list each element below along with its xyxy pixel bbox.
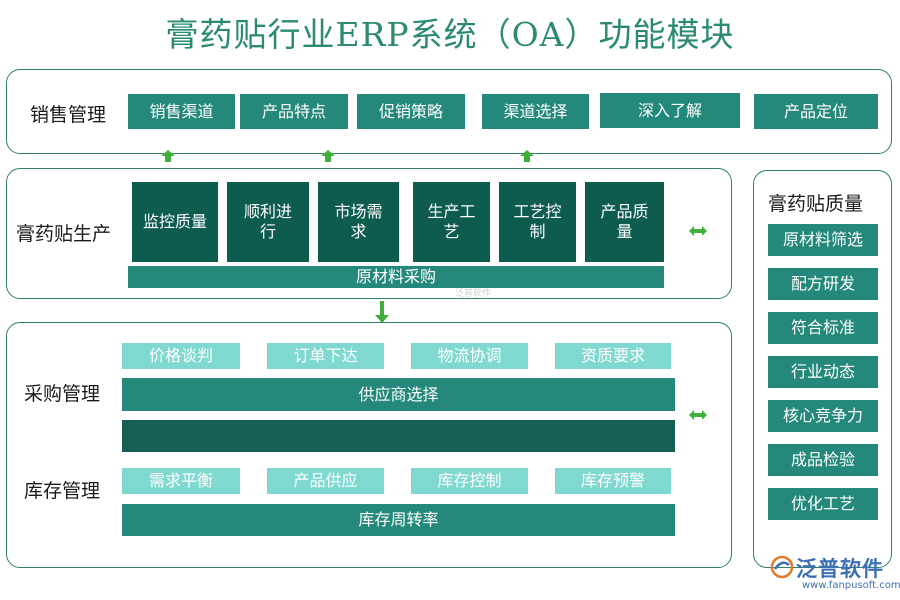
- purchase-bar: 供应商选择: [122, 378, 675, 411]
- logo-name: 泛普软件: [796, 557, 884, 581]
- quality-item-2: 符合标准: [768, 312, 878, 344]
- purchase-item-negotiation: 价格谈判: [122, 343, 240, 369]
- purchase-label: 采购管理: [24, 383, 101, 405]
- quality-item-0: 原材料筛选: [768, 224, 878, 256]
- production-item-product-quality: 产品质量: [585, 182, 664, 262]
- quality-item-5: 成品检验: [768, 444, 878, 476]
- production-bar: 原材料采购: [128, 266, 664, 288]
- logo-url: www.fanpusoft.com: [802, 580, 900, 591]
- quality-item-3: 行业动态: [768, 356, 878, 388]
- sales-label: 销售管理: [30, 104, 107, 126]
- production-item-quality-monitor: 监控质量: [132, 182, 218, 262]
- inventory-item-supply: 产品供应: [267, 468, 384, 494]
- production-item-process-control: 工艺控制: [499, 182, 576, 262]
- inventory-item-warning: 库存预警: [555, 468, 671, 494]
- fanpu-logo: 泛普软件 www.fanpusoft.com: [770, 553, 900, 593]
- quality-item-4: 核心竞争力: [768, 400, 878, 432]
- quality-title: 膏药贴质量: [768, 193, 864, 215]
- quality-item-6: 优化工艺: [768, 488, 878, 520]
- quality-item-1: 配方研发: [768, 268, 878, 300]
- purchase-empty-bar: [122, 420, 675, 452]
- double-arrow-icon: [688, 225, 708, 237]
- production-item-market-demand: 市场需求: [318, 182, 399, 262]
- inventory-label: 库存管理: [24, 480, 101, 502]
- double-arrow-icon: [688, 409, 708, 421]
- inventory-bar: 库存周转率: [122, 504, 675, 536]
- sales-item-understand: 深入了解: [600, 93, 740, 128]
- arrow-down-icon: [375, 301, 389, 323]
- sales-item-channel: 销售渠道: [128, 94, 235, 129]
- watermark-text: 泛普软件: [455, 289, 492, 299]
- sales-item-positioning: 产品定位: [754, 94, 878, 129]
- sales-item-promotion: 促销策略: [357, 94, 465, 129]
- inventory-item-control: 库存控制: [411, 468, 528, 494]
- production-item-process: 生产工艺: [413, 182, 490, 262]
- purchase-item-logistics: 物流协调: [411, 343, 528, 369]
- page-title: 膏药贴行业ERP系统（OA）功能模块: [165, 15, 735, 54]
- production-item-smooth: 顺利进行: [227, 182, 309, 262]
- sales-item-channel-select: 渠道选择: [482, 94, 589, 129]
- sales-item-features: 产品特点: [240, 94, 348, 129]
- production-label: 膏药贴生产: [16, 223, 112, 245]
- logo-mark-icon: [770, 555, 794, 579]
- inventory-item-balance: 需求平衡: [122, 468, 240, 494]
- purchase-item-order: 订单下达: [267, 343, 384, 369]
- purchase-item-qualification: 资质要求: [555, 343, 671, 369]
